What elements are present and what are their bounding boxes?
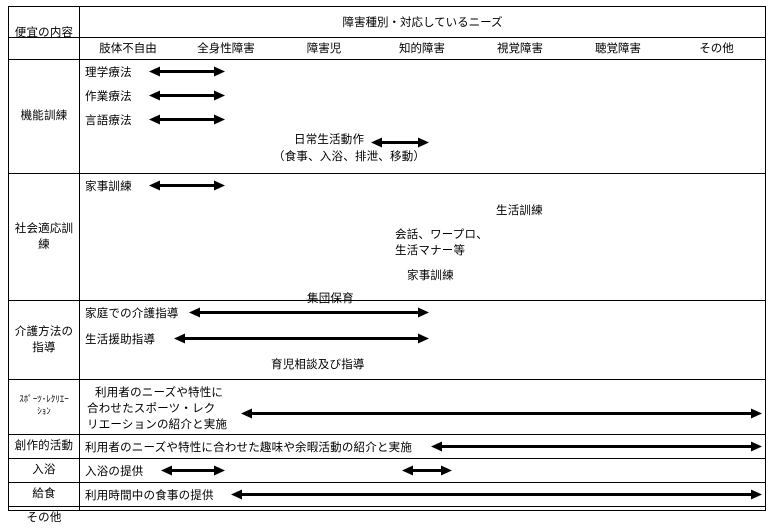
hline-row7 — [9, 482, 765, 483]
arrow-r1-adl — [371, 137, 429, 148]
row-label-r6: 入浴 — [32, 462, 56, 477]
row-label-r2: 社会適応訓 練 — [14, 220, 74, 251]
item-r1-physical-therapy: 理学療法 — [85, 65, 132, 79]
hline-row3 — [9, 300, 765, 301]
column-header-c2: 全身性障害 — [197, 41, 255, 55]
arrow-r3-living-support-guidance — [174, 333, 429, 344]
row-label-r7: 給食 — [32, 486, 56, 501]
hline-header-split — [9, 37, 765, 38]
item-r3-home-care-guidance: 家庭での介護指導 — [85, 306, 179, 320]
item-r1-occupational-therapy: 作業療法 — [85, 89, 132, 103]
item-r3-living-support-guidance: 生活援助指導 — [85, 332, 156, 346]
column-header-c1: 肢体不自由 — [99, 41, 157, 55]
row-label-r8: その他 — [26, 510, 62, 525]
arrow-r6-bathing-left — [161, 465, 225, 476]
item-r5-creative-activity: 利用者のニーズや特性に合わせた趣味や余暇活動の紹介と実施 — [85, 440, 413, 454]
item-r7-meal-service: 利用時間中の食事の提供 — [85, 488, 214, 502]
arrow-r6-bathing-right — [402, 465, 452, 476]
item-r2-conversation-wordprocessor: 会話、ワープロ、 — [395, 227, 488, 241]
arrow-r5-creative-activity — [431, 441, 762, 452]
column-header-c7: その他 — [699, 41, 734, 55]
item-r2-housework-training-right: 家事訓練 — [407, 268, 454, 282]
header-benefit-content: 便宜の内容 — [14, 25, 74, 40]
arrow-r1-speech-therapy — [149, 114, 225, 125]
hline-row6 — [9, 458, 765, 459]
arrow-r1-physical-therapy — [149, 66, 225, 77]
item-r1-adl-detail: （食事、入浴、排泄、移動） — [273, 149, 426, 163]
item-r4-line1: 利用者のニーズや特性に — [95, 385, 224, 399]
item-r1-adl-title: 日常生活動作 — [294, 132, 365, 146]
row-label-r4: ｽﾎﾟｰﾂ･ﾚｸﾘｴｰ ｼｮﾝ — [19, 394, 69, 417]
hline-row1 — [9, 59, 765, 60]
column-header-c4: 知的障害 — [399, 41, 445, 55]
hline-row5 — [9, 434, 765, 435]
column-header-c5: 視覚障害 — [497, 41, 543, 55]
item-r2-life-training: 生活訓練 — [496, 203, 543, 217]
item-r4-line2: 合わせたスポーツ・レク — [87, 401, 216, 415]
column-header-c6: 聴覚障害 — [595, 41, 641, 55]
arrow-r4-sports-recreation — [241, 408, 762, 419]
hline-row4 — [9, 379, 765, 380]
item-r6-bathing-service: 入浴の提供 — [85, 464, 144, 478]
row-label-r3: 介護方法の 指導 — [14, 323, 74, 354]
item-r2-life-manners: 生活マナー等 — [395, 243, 466, 257]
column-header-c3: 障害児 — [306, 41, 342, 55]
item-r2-housework-training-left: 家事訓練 — [85, 179, 132, 193]
arrow-r3-home-care-guidance — [189, 307, 429, 318]
vline-label-col — [79, 7, 80, 510]
item-r3-childcare-consultation: 育児相談及び指導 — [271, 357, 365, 371]
hline-row2 — [9, 173, 765, 174]
arrow-r7-meal-service — [231, 489, 762, 500]
item-r2-group-childcare: 集団保育 — [307, 291, 354, 305]
arrow-r2-housework-training — [149, 180, 225, 191]
row-label-r5: 創作的活動 — [14, 438, 74, 453]
header-group-title: 障害種別・対応しているニーズ — [342, 15, 503, 29]
item-r1-speech-therapy: 言語療法 — [85, 113, 132, 127]
arrow-r1-occupational-therapy — [149, 90, 225, 101]
row-label-r1: 機能訓練 — [20, 108, 68, 123]
hline-row8 — [9, 506, 765, 507]
benefit-services-table: 便宜の内容 障害種別・対応しているニーズ 肢体不自由 全身性障害 障害児 知的障… — [8, 6, 766, 524]
item-r4-line3: リエーションの紹介と実施 — [87, 417, 228, 431]
